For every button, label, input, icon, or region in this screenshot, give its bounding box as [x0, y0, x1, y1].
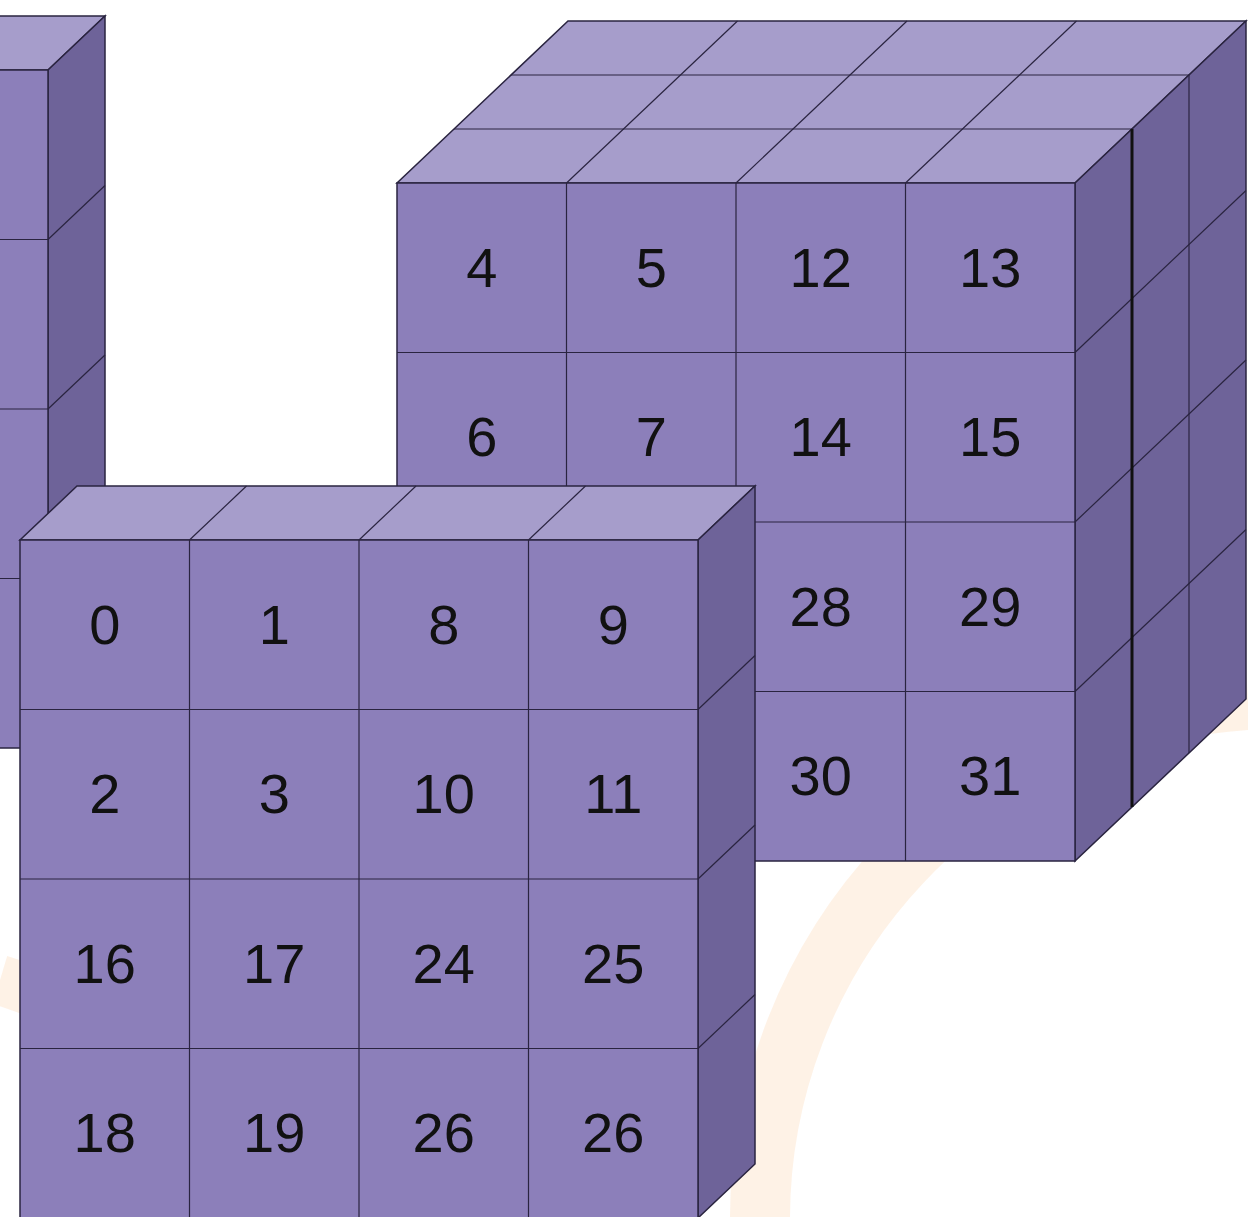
- grid-line: [454, 128, 1132, 129]
- numbered-cube-face: 26: [359, 1049, 529, 1217]
- numbered-cube-face: 25: [529, 879, 699, 1049]
- cell-number: 9: [598, 597, 629, 653]
- grid-line: [529, 486, 586, 540]
- grid-line: [698, 656, 755, 710]
- cell-number: 2: [89, 766, 120, 822]
- side-face: [1075, 21, 1246, 861]
- cell-number: 11: [584, 766, 642, 822]
- cell-number: 12: [790, 240, 852, 296]
- top-face: [20, 486, 755, 540]
- cell-number: 16: [74, 936, 136, 992]
- grid-line: [511, 74, 1189, 75]
- grid-line: [1075, 360, 1246, 522]
- side-face: [698, 486, 755, 1217]
- grid-line: [567, 21, 738, 183]
- numbered-cube-face: 0: [20, 540, 190, 710]
- numbered-cube-face: 3: [190, 710, 360, 880]
- cell-number: 26: [413, 1105, 475, 1161]
- grid-line: [359, 486, 416, 540]
- front-face: [20, 540, 698, 1217]
- numbered-cube-face: 5: [567, 183, 737, 353]
- numbered-cube-face: 31: [906, 692, 1076, 862]
- grid-line: [20, 709, 698, 710]
- numbered-cube-face: 29: [906, 522, 1076, 692]
- cell-number: 10: [413, 766, 475, 822]
- cell-number: 1: [259, 597, 290, 653]
- numbered-cube-face: 9: [529, 540, 699, 710]
- watermark-arc: [760, 700, 1248, 1217]
- cell-number: 3: [259, 766, 290, 822]
- grid-line: [1075, 530, 1246, 692]
- grid-line: [0, 239, 48, 240]
- numbered-cube-face: 12: [736, 183, 906, 353]
- numbered-cube-face: 4: [397, 183, 567, 353]
- front-slab: [20, 486, 755, 1217]
- grid-line: [20, 1048, 698, 1049]
- grid-line: [397, 352, 1075, 353]
- cell-number: 19: [243, 1105, 305, 1161]
- numbered-cube-face: 15: [906, 353, 1076, 523]
- numbered-cube-face: 13: [906, 183, 1076, 353]
- cell-number: 28: [790, 579, 852, 635]
- numbered-cube-face: 26: [529, 1049, 699, 1217]
- cell-number: 15: [959, 409, 1021, 465]
- grid-line: [190, 486, 247, 540]
- cell-number: 29: [959, 579, 1021, 635]
- numbered-cube-face: 30: [736, 692, 906, 862]
- numbered-cube-face: 24: [359, 879, 529, 1049]
- cell-number: 0: [89, 597, 120, 653]
- cell-number: 13: [959, 240, 1021, 296]
- numbered-cube-face: 2: [20, 710, 190, 880]
- numbered-cube-face: 18: [20, 1049, 190, 1217]
- slab-gap-line: [1131, 129, 1134, 807]
- grid-line: [698, 995, 755, 1049]
- numbered-cube-face: 8: [359, 540, 529, 710]
- cell-number: 26: [582, 1105, 644, 1161]
- cell-number: 30: [790, 748, 852, 804]
- numbered-cube-face: 10: [359, 710, 529, 880]
- numbered-cube-face: 16: [20, 879, 190, 1049]
- grid-line: [0, 408, 48, 409]
- grid-line: [20, 878, 698, 879]
- cell-number: 24: [413, 936, 475, 992]
- cell-number: 31: [959, 748, 1021, 804]
- grid-line: [1075, 191, 1246, 353]
- grid-line: [1188, 75, 1189, 753]
- grid-line: [906, 21, 1077, 183]
- numbered-cube-face: 28: [736, 522, 906, 692]
- grid-line: [698, 825, 755, 879]
- numbered-cube-face: 17: [190, 879, 360, 1049]
- cell-number: 4: [466, 240, 497, 296]
- numbered-cube-face: 7: [567, 353, 737, 523]
- cell-number: 8: [428, 597, 459, 653]
- cell-number: 18: [74, 1105, 136, 1161]
- cell-number: 25: [582, 936, 644, 992]
- cell-number: 17: [243, 936, 305, 992]
- cell-number: 5: [636, 240, 667, 296]
- numbered-cube-face: 19: [190, 1049, 360, 1217]
- cell-number: 14: [790, 409, 852, 465]
- cell-number: 6: [466, 409, 497, 465]
- numbered-cube-face: 11: [529, 710, 699, 880]
- grid-line: [48, 355, 105, 409]
- cell-number: 7: [636, 409, 667, 465]
- grid-line: [1131, 129, 1132, 807]
- numbered-cube-face: 14: [736, 353, 906, 523]
- numbered-cube-face: 1: [190, 540, 360, 710]
- grid-line: [48, 186, 105, 240]
- numbered-cube-face: 6: [397, 353, 567, 523]
- grid-line: [736, 21, 907, 183]
